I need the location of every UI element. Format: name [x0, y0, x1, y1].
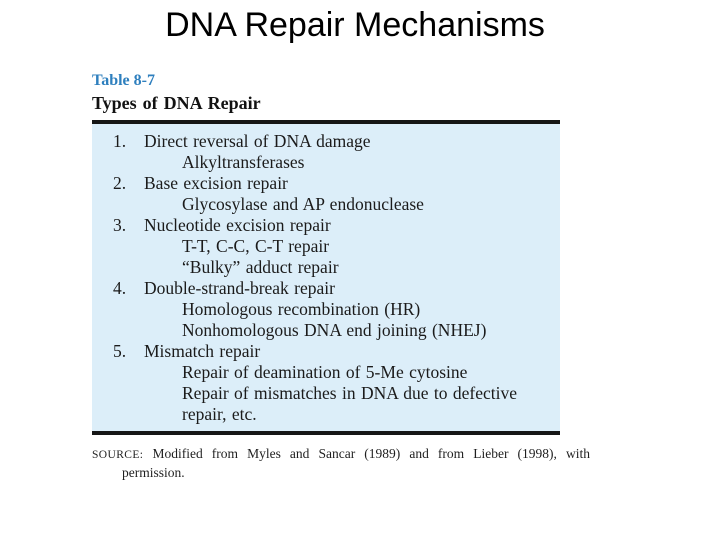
- list-sub-item: “Bulky” adduct repair: [182, 257, 339, 277]
- table-bottom-rule: [92, 431, 560, 435]
- list-item-number: 4.: [113, 278, 127, 298]
- list-item-title: Direct reversal of DNA damage: [144, 131, 371, 151]
- list-item-title: Double-strand-break repair: [144, 278, 335, 298]
- list-item-number: 1.: [113, 131, 127, 151]
- list-item: 4. Double-strand-break repair: [92, 278, 560, 299]
- list-sub-item: Repair of deamination of 5-Me cytosine: [182, 362, 468, 382]
- list-item-number: 5.: [113, 341, 127, 361]
- list-item-title: Nucleotide excision repair: [144, 215, 331, 235]
- list-sub-item: Repair of mismatches in DNA due to defec…: [182, 383, 518, 424]
- list-item-number: 2.: [113, 173, 127, 193]
- list-item: 2. Base excision repair: [92, 173, 560, 194]
- source-text: Modified from Myles and Sancar (1989) an…: [122, 446, 590, 480]
- list-sub-item: Homologous recombination (HR): [182, 299, 421, 319]
- table-figure: Table 8-7 Types of DNA Repair 1. Direct r…: [92, 71, 590, 481]
- slide-title: DNA Repair Mechanisms: [165, 6, 545, 44]
- list-sub-item: Nonhomologous DNA end joining (NHEJ): [182, 320, 487, 340]
- table-heading: Types of DNA Repair: [92, 93, 261, 113]
- list-item-title: Mismatch repair: [144, 341, 261, 361]
- list-item: 3. Nucleotide excision repair: [92, 215, 560, 236]
- list-item-number: 3.: [113, 215, 127, 235]
- list-item: 5. Mismatch repair: [92, 341, 560, 362]
- list-sub-item: T-T, C-C, C-T repair: [182, 236, 330, 256]
- list-sub-item: Alkyltransferases: [182, 152, 305, 172]
- table-top-rule: [92, 120, 560, 124]
- list-sub-item: Glycosylase and AP endonuclease: [182, 194, 424, 214]
- source-note: SOURCE: Modified from Myles and Sancar (…: [92, 445, 590, 481]
- table-number-label: Table 8-7: [92, 72, 155, 89]
- source-label: SOURCE:: [92, 449, 144, 461]
- list-item-title: Base excision repair: [144, 173, 288, 193]
- list-item: 1. Direct reversal of DNA damage: [92, 131, 560, 152]
